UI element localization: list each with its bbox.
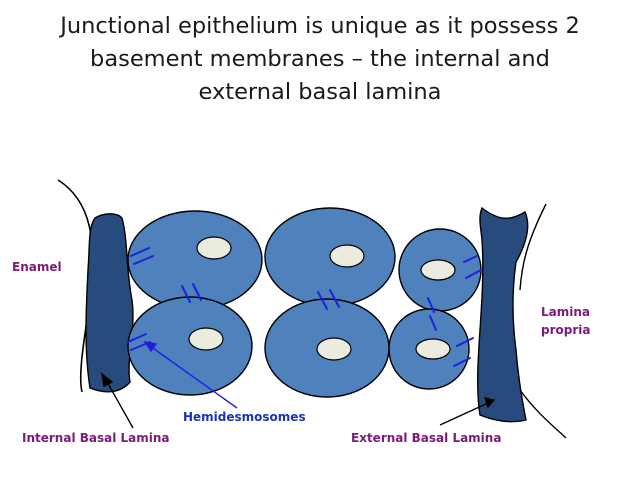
hemidesmosome-mark xyxy=(127,333,147,343)
label-hemidesmosomes: Hemidesmosomes xyxy=(183,410,306,424)
nuclei xyxy=(188,236,456,361)
label-enamel: Enamel xyxy=(12,260,62,274)
hemidesmosome-mark xyxy=(465,269,482,279)
slide-title: Junctional epithelium is unique as it po… xyxy=(30,10,610,109)
hemidesmosome-mark xyxy=(429,315,437,331)
external-lamina-arrowhead xyxy=(483,397,496,409)
cell-top-1 xyxy=(127,210,263,310)
pointer-lines xyxy=(101,341,496,429)
internal-basal-lamina xyxy=(85,213,134,393)
title-line-3: external basal lamina xyxy=(198,79,442,105)
hemidesmosome-mark xyxy=(456,337,474,347)
hemidesmosome-mark xyxy=(317,291,328,310)
cell-bottom-1 xyxy=(127,296,253,396)
hemidesmosome-mark xyxy=(453,357,471,367)
hemidesmosome-mark xyxy=(133,255,154,265)
nucleus xyxy=(329,244,365,268)
internal-lamina-pointer xyxy=(105,379,134,429)
lamina-propria-line-2 xyxy=(519,389,567,439)
nucleus xyxy=(196,236,232,260)
external-lamina-pointer xyxy=(439,402,489,426)
lamina-propria-line-1 xyxy=(519,203,547,291)
hemidesmosome-mark xyxy=(329,289,340,308)
label-lamina-propria-1: Lamina xyxy=(541,305,591,319)
hemidesmosome-mark xyxy=(130,247,150,257)
hemidesmosome-marks xyxy=(127,247,482,367)
hemidesmosome-arrowhead xyxy=(143,341,158,353)
nucleus xyxy=(420,259,456,281)
title-line-2: basement membranes – the internal and xyxy=(90,46,550,72)
label-external-basal-lamina: External Basal Lamina xyxy=(351,431,502,445)
hemidesmosome-mark xyxy=(192,283,202,301)
hemidesmosome-mark xyxy=(181,285,191,303)
hemidesmosome-mark xyxy=(463,255,478,263)
title-line-1: Junctional epithelium is unique as it po… xyxy=(60,13,580,39)
label-lamina-propria-2: propria xyxy=(541,323,591,337)
nucleus xyxy=(415,338,451,360)
nucleus xyxy=(316,337,352,361)
hemidesmosome-pointer xyxy=(149,345,238,409)
hemidesmosome-mark xyxy=(427,297,435,313)
external-basal-lamina xyxy=(476,206,529,423)
internal-lamina-arrowhead xyxy=(101,372,114,388)
nucleus xyxy=(188,327,224,351)
label-internal-basal-lamina: Internal Basal Lamina xyxy=(22,431,170,445)
